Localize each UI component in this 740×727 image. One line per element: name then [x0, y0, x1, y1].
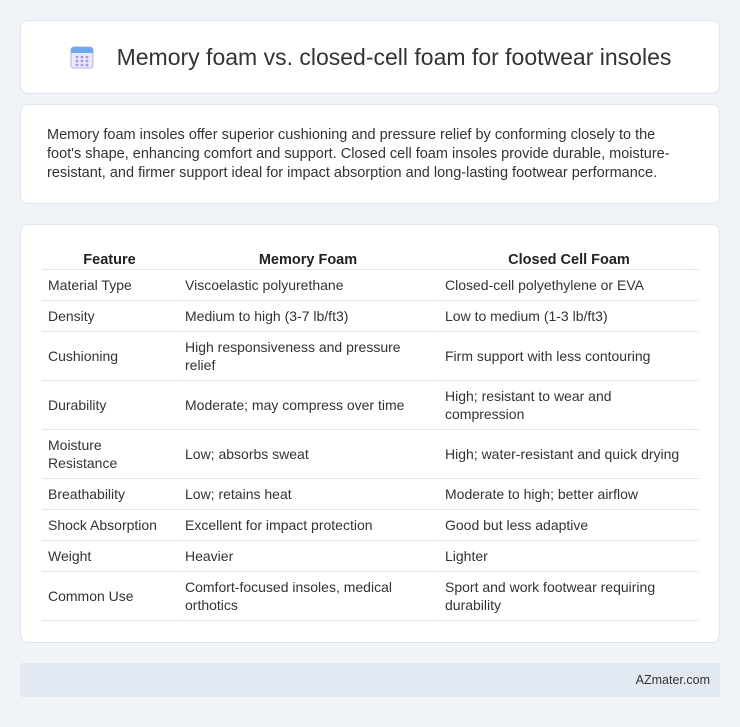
table-row: Density Medium to high (3-7 lb/ft3) Low … — [42, 301, 699, 332]
table-row: Cushioning High responsiveness and press… — [42, 332, 699, 381]
memory-foam-cell: Heavier — [177, 541, 437, 572]
feature-cell: Material Type — [42, 270, 177, 301]
footer-bar: AZmater.com — [20, 663, 720, 697]
header-memory-foam: Memory Foam — [177, 244, 437, 270]
calendar-icon — [69, 44, 95, 70]
table-header-row: Feature Memory Foam Closed Cell Foam — [42, 244, 699, 270]
closed-cell-foam-cell: Good but less adaptive — [437, 510, 699, 541]
intro-text: Memory foam insoles offer superior cushi… — [47, 127, 670, 182]
table-row: Weight Heavier Lighter — [42, 541, 699, 572]
title-card: Memory foam vs. closed-cell foam for foo… — [20, 20, 720, 94]
memory-foam-cell: Viscoelastic polyurethane — [177, 270, 437, 301]
feature-cell: Density — [42, 301, 177, 332]
memory-foam-cell: Low; absorbs sweat — [177, 430, 437, 479]
table-row: Moisture Resistance Low; absorbs sweat H… — [42, 430, 699, 479]
closed-cell-foam-cell: Closed-cell polyethylene or EVA — [437, 270, 699, 301]
closed-cell-foam-cell: Lighter — [437, 541, 699, 572]
feature-cell: Cushioning — [42, 332, 177, 381]
closed-cell-foam-cell: Low to medium (1-3 lb/ft3) — [437, 301, 699, 332]
feature-cell: Shock Absorption — [42, 510, 177, 541]
intro-card: Memory foam insoles offer superior cushi… — [20, 104, 720, 204]
footer-brand: AZmater.com — [635, 673, 710, 687]
memory-foam-cell: High responsiveness and pressure relief — [177, 332, 437, 381]
header-closed-cell-foam: Closed Cell Foam — [437, 244, 699, 270]
table-row: Durability Moderate; may compress over t… — [42, 381, 699, 430]
table-row: Material Type Viscoelastic polyurethane … — [42, 270, 699, 301]
closed-cell-foam-cell: Sport and work footwear requiring durabi… — [437, 572, 699, 621]
table-row: Common Use Comfort-focused insoles, medi… — [42, 572, 699, 621]
comparison-table-card: Feature Memory Foam Closed Cell Foam Mat… — [20, 224, 720, 643]
feature-cell: Moisture Resistance — [42, 430, 177, 479]
feature-cell: Breathability — [42, 479, 177, 510]
memory-foam-cell: Excellent for impact protection — [177, 510, 437, 541]
header-feature: Feature — [42, 244, 177, 270]
memory-foam-cell: Comfort-focused insoles, medical orthoti… — [177, 572, 437, 621]
memory-foam-cell: Medium to high (3-7 lb/ft3) — [177, 301, 437, 332]
memory-foam-cell: Moderate; may compress over time — [177, 381, 437, 430]
feature-cell: Durability — [42, 381, 177, 430]
table-row: Shock Absorption Excellent for impact pr… — [42, 510, 699, 541]
feature-cell: Common Use — [42, 572, 177, 621]
comparison-table: Feature Memory Foam Closed Cell Foam Mat… — [42, 244, 699, 621]
memory-foam-cell: Low; retains heat — [177, 479, 437, 510]
closed-cell-foam-cell: Firm support with less contouring — [437, 332, 699, 381]
feature-cell: Weight — [42, 541, 177, 572]
closed-cell-foam-cell: High; resistant to wear and compression — [437, 381, 699, 430]
closed-cell-foam-cell: High; water-resistant and quick drying — [437, 430, 699, 479]
table-row: Breathability Low; retains heat Moderate… — [42, 479, 699, 510]
page-title: Memory foam vs. closed-cell foam for foo… — [116, 43, 672, 70]
closed-cell-foam-cell: Moderate to high; better airflow — [437, 479, 699, 510]
